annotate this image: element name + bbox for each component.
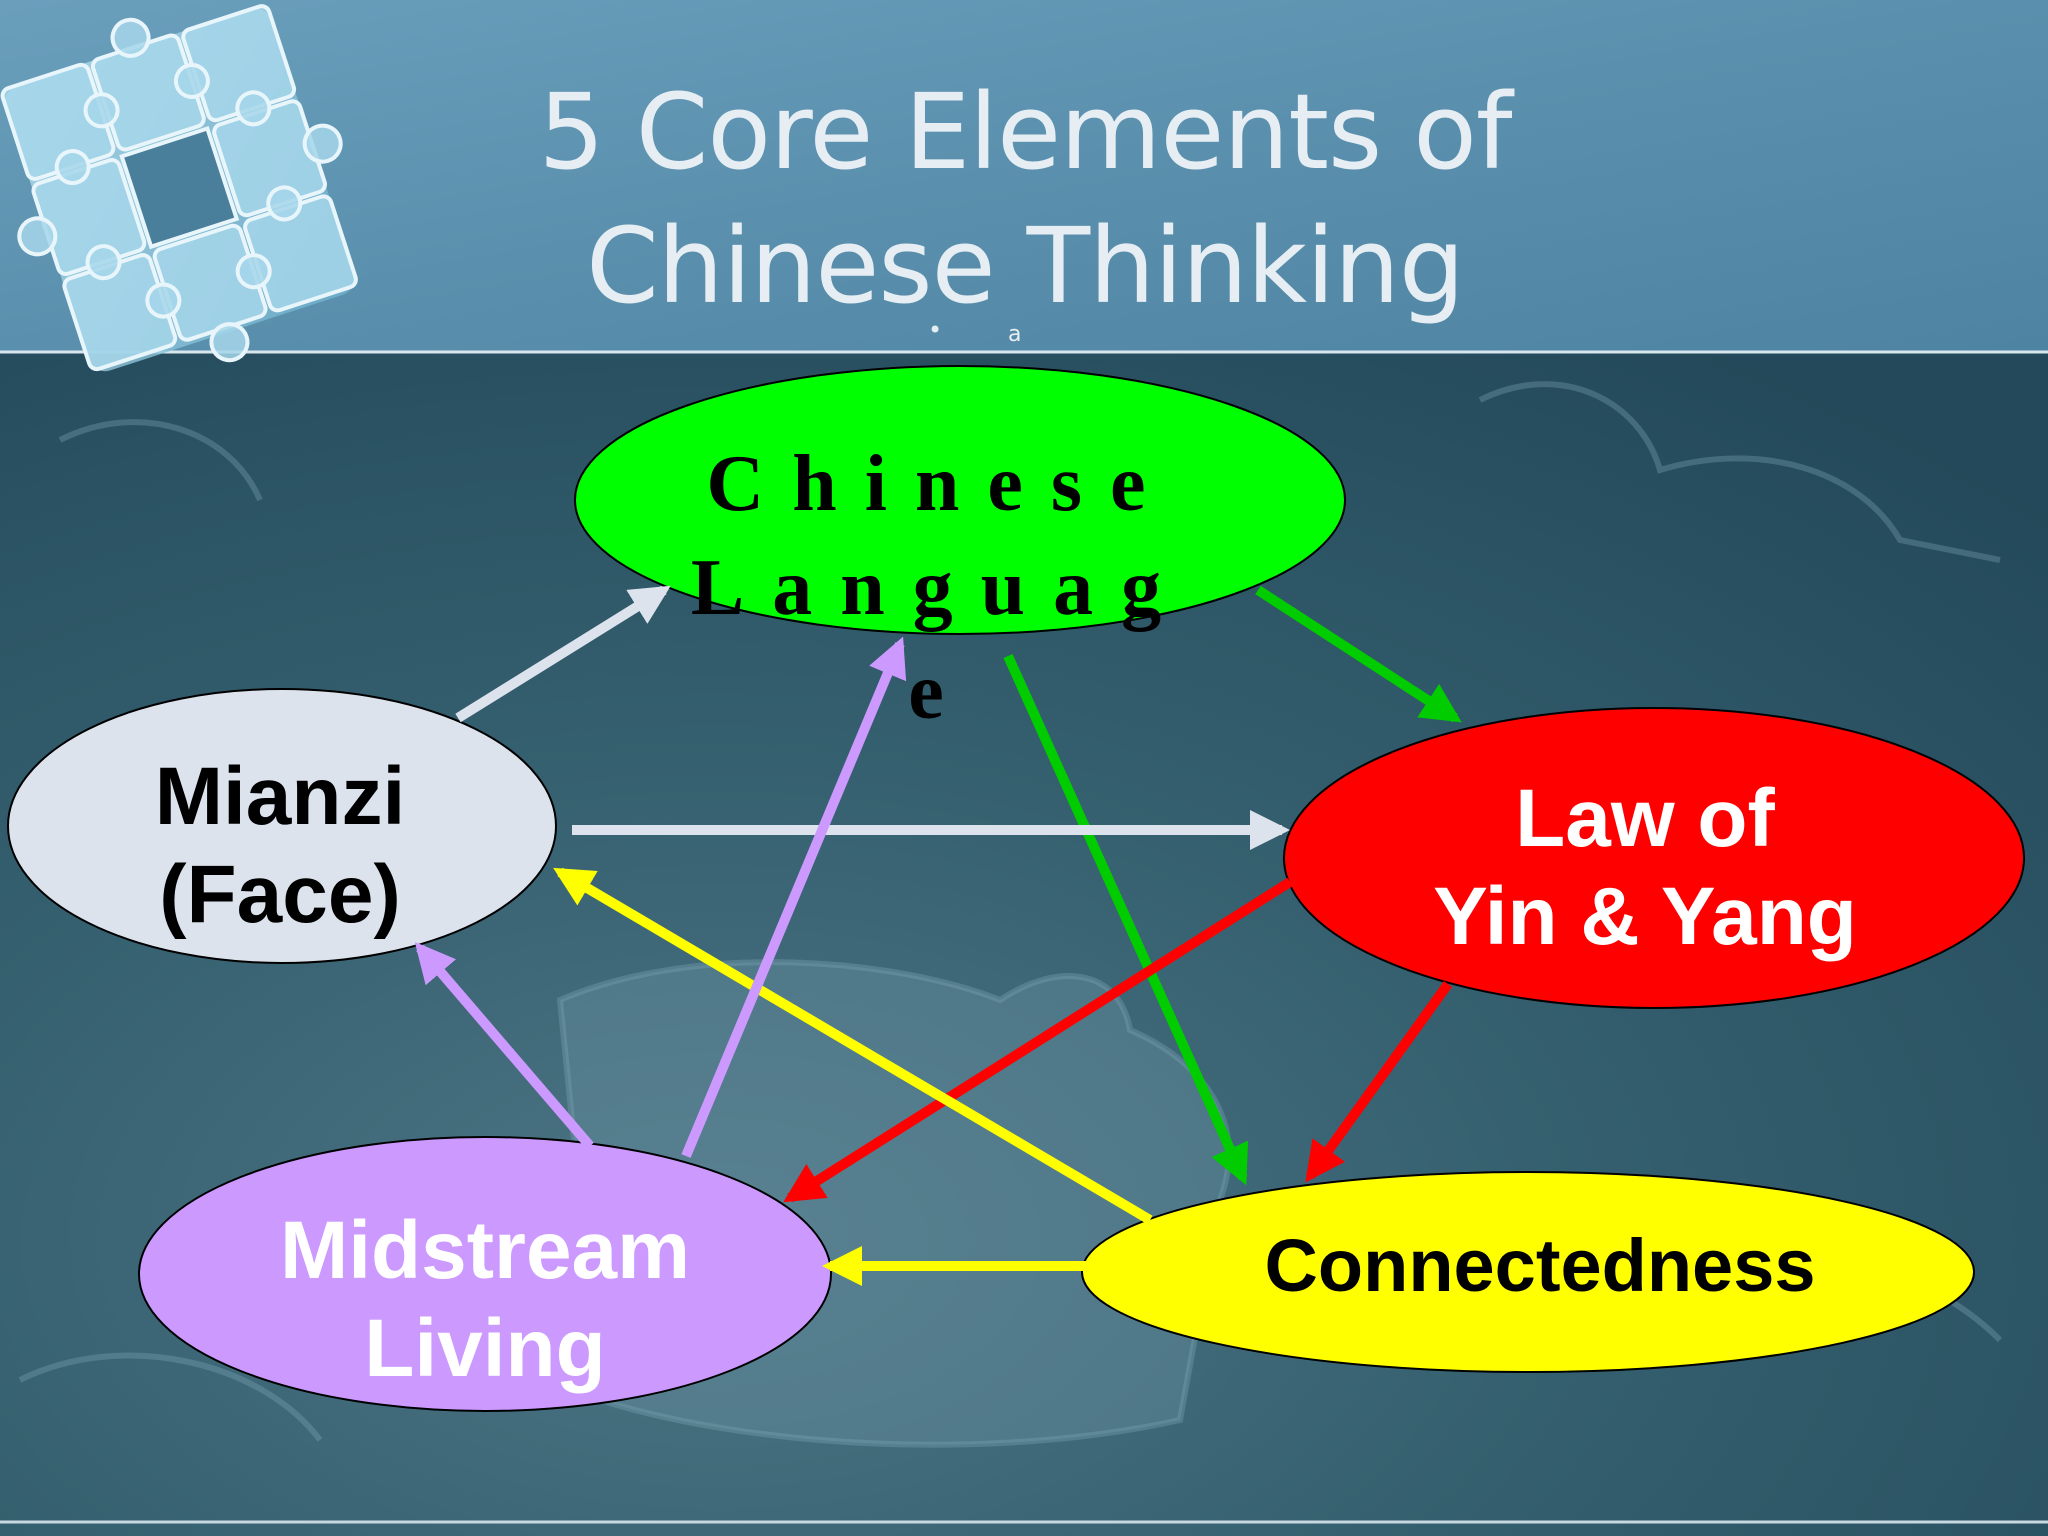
label-mianzi-line1: Mianzi (154, 751, 406, 842)
label-chinese-language: Chinese Language (690, 440, 1190, 736)
arrow-yinyang-to-connectedness (1305, 981, 1453, 1183)
node-mianzi (7, 688, 557, 964)
label-midstream-line2: Living (364, 1303, 606, 1395)
arrow-midstream-to-language (681, 636, 907, 1158)
label-midstream-line1: Midstream (279, 1205, 691, 1296)
puzzle-logo (0, 4, 358, 372)
node-chinese-language (574, 365, 1346, 635)
label-midstream: Midstream Living (150, 1202, 820, 1399)
label-yin-yang-line2: Yin & Yang (1433, 871, 1857, 963)
label-mianzi: Mianzi (Face) (60, 748, 500, 945)
arrow-mianzi-to-language (455, 585, 671, 723)
arrow-yinyang-to-midstream (783, 877, 1293, 1203)
stray-letter: a (1008, 322, 1022, 347)
label-mianzi-line2: (Face) (159, 849, 401, 941)
arrow-connectedness-to-mianzi (553, 867, 1153, 1225)
label-yin-yang-line1: Law of (1515, 773, 1775, 864)
arrow-language-to-yinyang (1255, 585, 1462, 723)
slide-title-line2: Chinese Thinking (586, 205, 1465, 327)
label-connectedness: Connectedness (1264, 1224, 1816, 1307)
stray-bullet: • (928, 316, 943, 344)
slide-title-line1: 5 Core Elements of (538, 71, 1512, 193)
arrow-language-to-connectedness (1003, 653, 1249, 1186)
arrow-midstream-to-mianzi (414, 941, 594, 1150)
label-yin-yang: Law of Yin & Yang (1330, 770, 1960, 967)
node-yin-yang (1283, 707, 2025, 1009)
node-connectedness (1081, 1171, 1975, 1373)
